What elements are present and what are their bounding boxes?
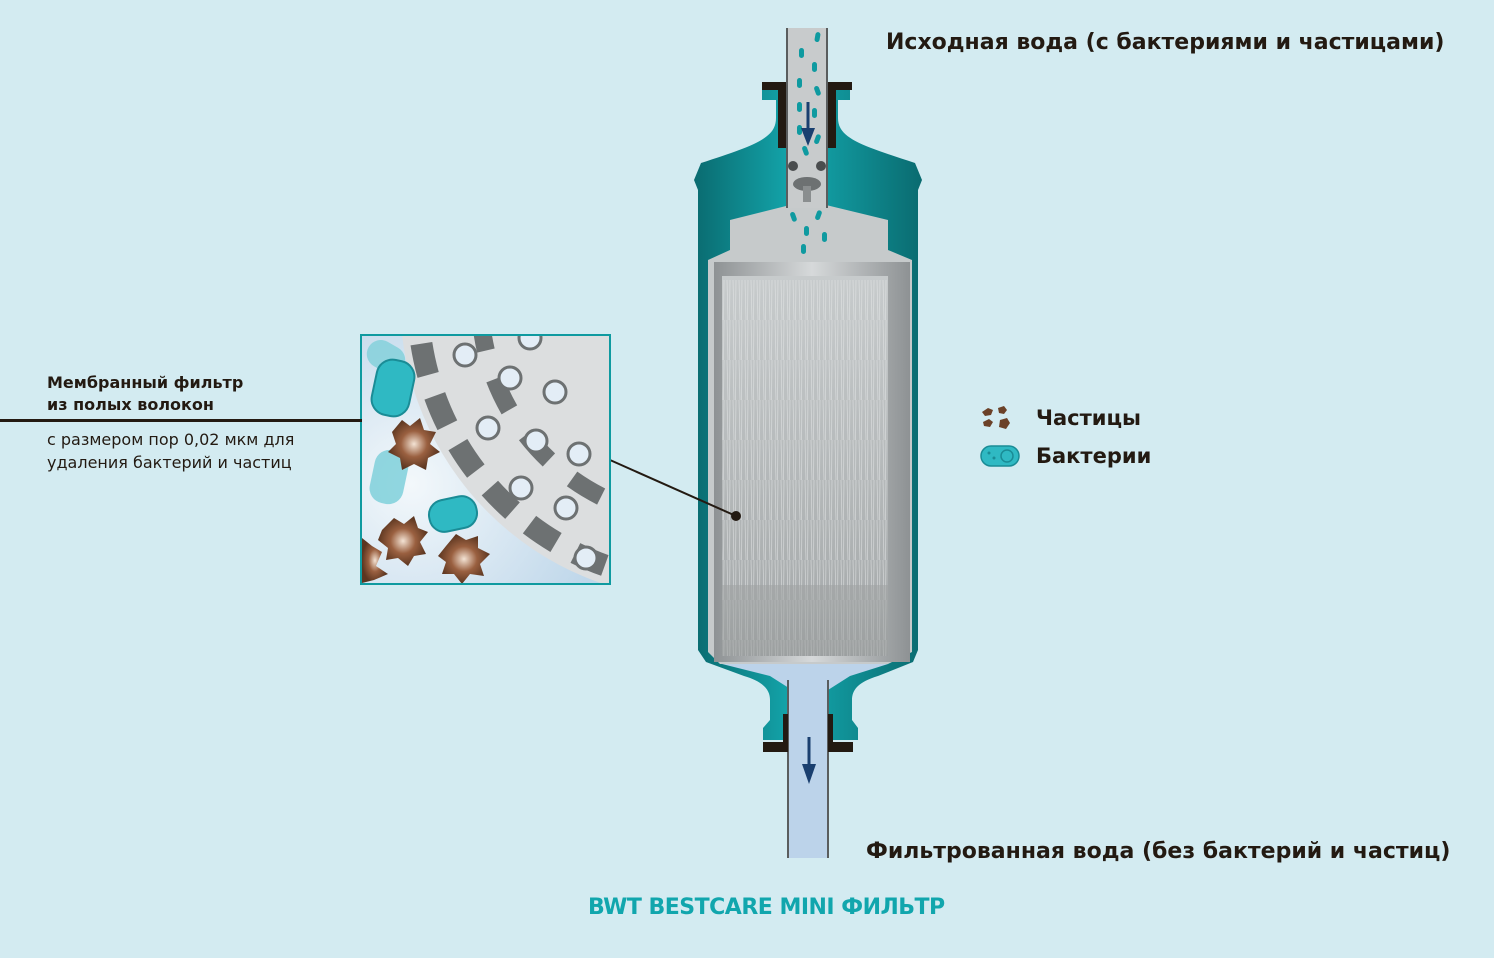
callout-title-line2: из полых волокон	[47, 395, 214, 414]
legend-label-bacteria: Бактерии	[1036, 444, 1152, 468]
callout-desc-line1: с размером пор 0,02 мкм для	[47, 430, 295, 449]
valve-icon	[793, 177, 821, 191]
bacteria-icon-group	[366, 340, 479, 533]
outlet-flow-arrow-icon	[802, 737, 816, 784]
legend-label-particles: Частицы	[1036, 406, 1142, 430]
callout-description: с размером пор 0,02 мкм для удаления бак…	[47, 428, 294, 474]
outlet-water-label: Фильтрованная вода (без бактерий и части…	[866, 839, 1451, 864]
inner-chamber	[708, 205, 912, 690]
callout-pointer-dot	[731, 511, 741, 521]
inlet-pipe	[762, 28, 852, 208]
legend-item-bacteria: Бактерии	[980, 442, 1151, 470]
inlet-flow-arrow-icon	[801, 102, 815, 146]
brand-title: BWT BESTCARE MINI ФИЛЬТР	[588, 895, 945, 920]
particles-icon	[982, 406, 1010, 429]
inlet-water-label: Исходная вода (с бактериями и частицами)	[886, 30, 1445, 55]
pore-circles	[452, 336, 599, 571]
callout-divider	[0, 419, 362, 422]
legend-item-particles: Частицы	[980, 404, 1141, 432]
particle-icon-group	[362, 418, 490, 583]
callout-pointer	[609, 459, 737, 517]
callout-title-line1: Мембранный фильтр	[47, 373, 244, 392]
callout-title: Мембранный фильтр из полых волокон	[47, 372, 243, 416]
membrane-zoom-panel	[360, 334, 611, 585]
inlet-bacteria-dots	[790, 32, 827, 254]
bacteria-icon	[980, 445, 1020, 467]
callout-desc-line2: удаления бактерий и частиц	[47, 453, 292, 472]
